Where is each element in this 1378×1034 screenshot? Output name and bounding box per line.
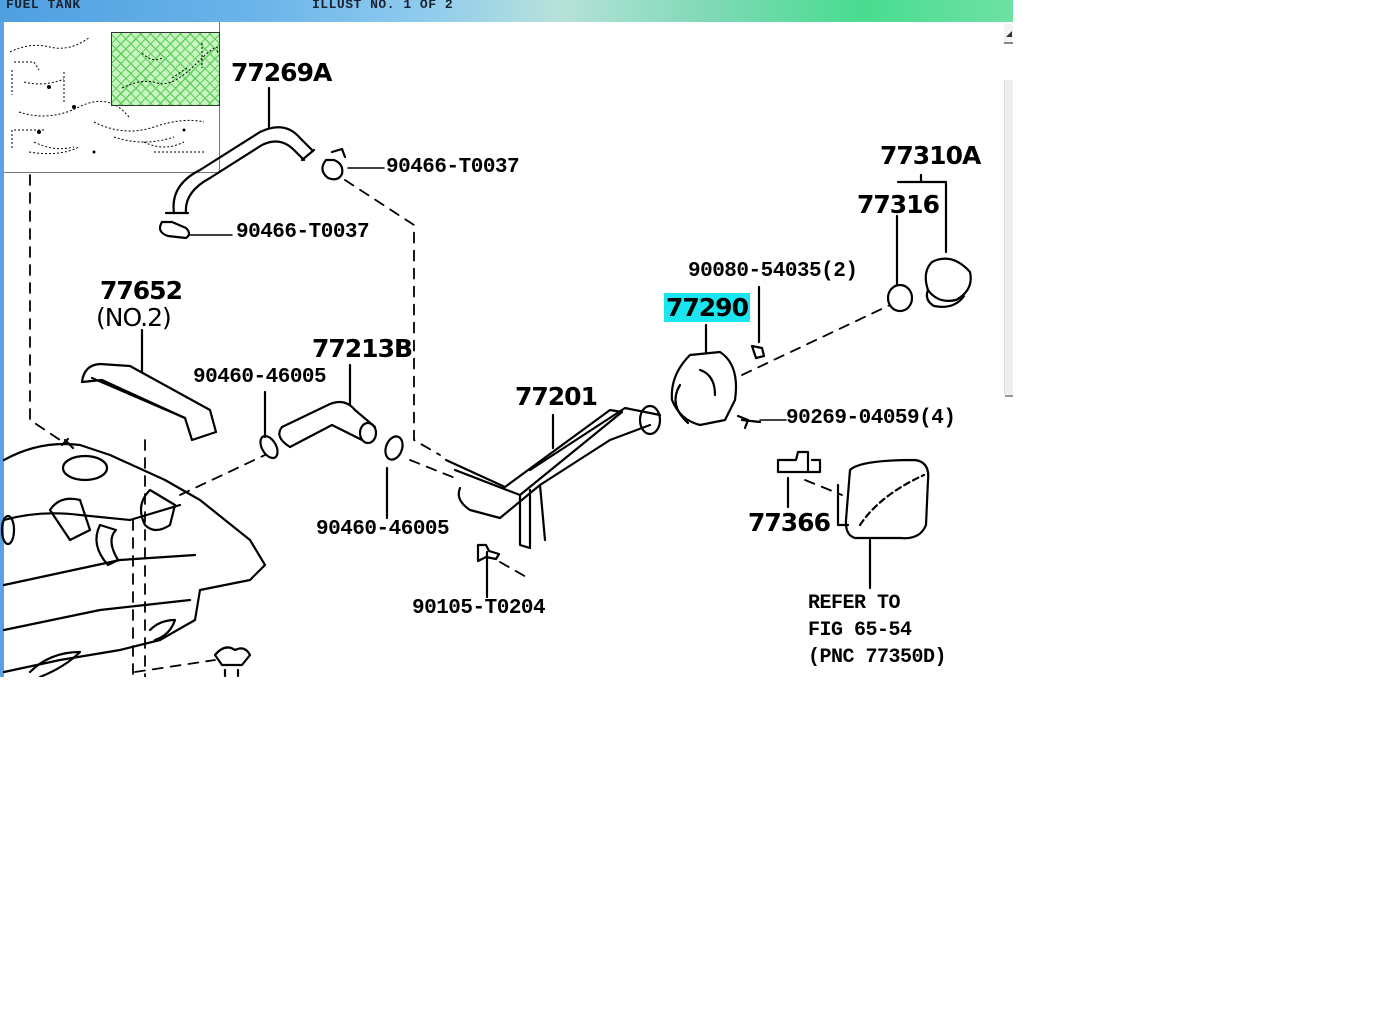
gasket-77316 — [886, 283, 914, 313]
diagram-header-bar: FUEL TANK ILLUST NO. 1 OF 2 — [0, 0, 1013, 22]
callout-90080-54035[interactable]: 90080-54035(2) — [688, 260, 858, 283]
callout-77652[interactable]: 77652 — [100, 276, 183, 305]
clamp-90466-bottom — [158, 220, 191, 240]
fuel-lid — [844, 458, 930, 540]
tank-cap-fitting — [61, 454, 109, 482]
bolt-90105 — [476, 543, 501, 563]
reference-note: REFER TO FIG 65-54 (PNC 77350D) — [808, 590, 947, 671]
fuel-cap-77310A — [924, 257, 972, 302]
callout-90269-04059[interactable]: 90269-04059(4) — [786, 407, 956, 430]
strap-77652 — [80, 362, 218, 442]
reference-line-3[interactable]: (PNC 77350D) — [808, 646, 947, 669]
clamp-90460-left — [259, 434, 279, 460]
clamp-90466-top — [321, 147, 347, 181]
hose-77213B — [280, 400, 377, 449]
callout-77269A[interactable]: 77269A — [231, 58, 332, 87]
overview-highlight-region[interactable] — [111, 32, 220, 106]
clamp-90460-right — [384, 435, 404, 461]
lock-77366 — [776, 450, 822, 474]
illustration-number: ILLUST NO. 1 OF 2 — [312, 0, 454, 12]
highlight-region-sketch-icon — [121, 43, 219, 89]
callout-77213B[interactable]: 77213B — [312, 334, 413, 363]
callout-77310A[interactable]: 77310A — [880, 141, 981, 170]
callout-90105-T0204[interactable]: 90105-T0204 — [412, 597, 546, 620]
fuel-filler-assembly-drawing — [0, 86, 972, 677]
reference-line-1: REFER TO — [808, 592, 901, 615]
filler-pipe-77201 — [444, 408, 624, 497]
screw-90080 — [750, 344, 766, 360]
reference-line-2[interactable]: FIG 65-54 — [808, 619, 912, 642]
overview-thumbnail-map-icon — [9, 36, 205, 155]
callout-77201[interactable]: 77201 — [515, 382, 598, 411]
leader-77310A — [896, 173, 948, 254]
hose-77269A-outer — [172, 126, 314, 215]
fuel-tank-clip — [213, 646, 252, 677]
section-title: FUEL TANK — [6, 0, 81, 12]
callout-77290[interactable]: 77290 — [664, 293, 750, 322]
parts-diagram-viewer: FUEL TANK ILLUST NO. 1 OF 2 — [0, 0, 1013, 677]
fuel-tank — [2, 442, 267, 674]
screw-90269 — [736, 414, 762, 430]
overview-thumbnail[interactable] — [4, 22, 220, 173]
left-frame-edge — [0, 22, 4, 677]
callout-77652-sublabel: (NO.2) — [96, 303, 172, 332]
filler-housing-77290 — [670, 350, 738, 427]
callout-90460-46005-left[interactable]: 90460-46005 — [193, 366, 327, 389]
callout-77316[interactable]: 77316 — [857, 190, 940, 219]
callout-77290-highlight: 77290 — [664, 293, 750, 322]
callout-90466-T0037-top[interactable]: 90466-T0037 — [386, 156, 520, 179]
callout-90460-46005-right[interactable]: 90460-46005 — [316, 518, 450, 541]
vertical-scrollbar[interactable] — [1004, 80, 1013, 397]
callout-77366[interactable]: 77366 — [748, 508, 831, 537]
scroll-up-button[interactable] — [1004, 24, 1013, 44]
callout-90466-T0037-bottom[interactable]: 90466-T0037 — [236, 221, 370, 244]
